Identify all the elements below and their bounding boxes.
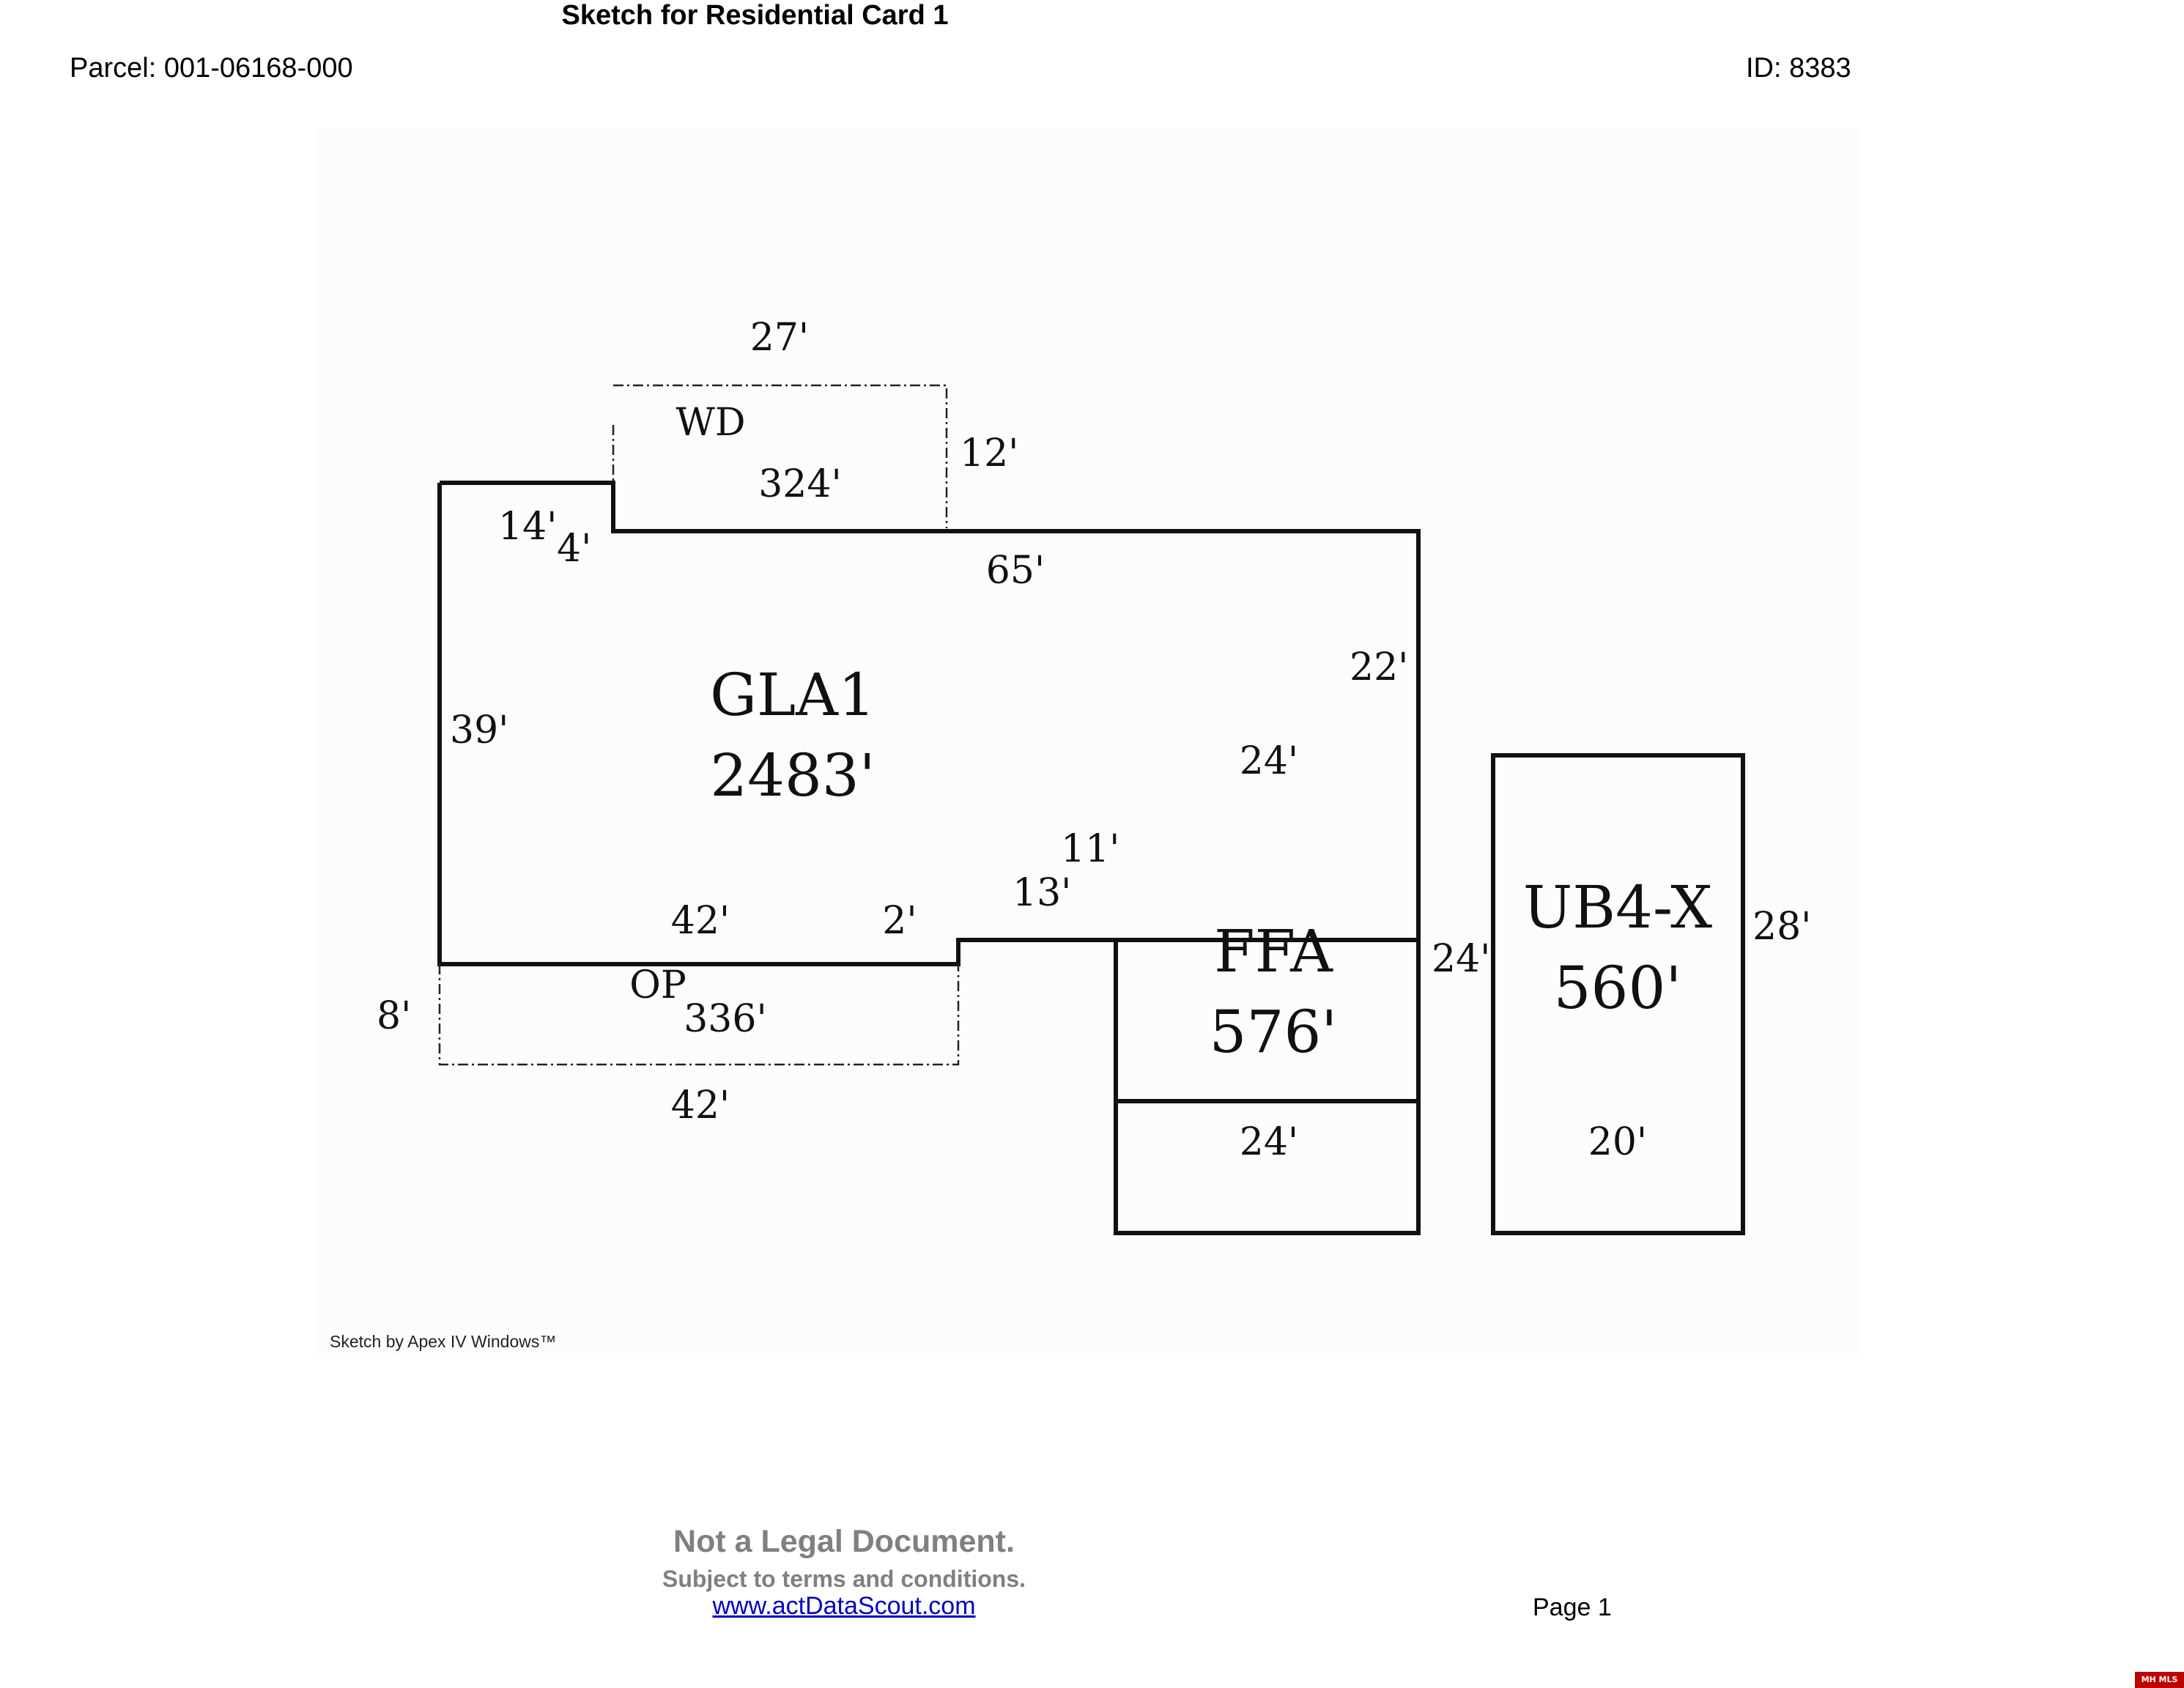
- dim-op-left: 8': [377, 994, 411, 1038]
- dim-ffa-right: 24': [1432, 937, 1490, 981]
- dim-notch-v: 11': [1061, 827, 1119, 871]
- dim-gla-step: 4': [557, 527, 591, 571]
- dim-gla-left: 39': [450, 708, 508, 752]
- dim-gla-right: 22': [1350, 645, 1408, 689]
- ub-label: UB4-X: [1523, 873, 1712, 941]
- dim-notch-h: 13': [1013, 871, 1071, 915]
- page-title: Sketch for Residential Card 1: [0, 0, 2184, 32]
- dim-ffa-bottom: 24': [1240, 1120, 1298, 1164]
- page-number: Page 1: [1533, 1593, 1612, 1621]
- wd-outline: [612, 384, 948, 528]
- op-outline: [438, 964, 960, 1066]
- website-link[interactable]: www.actDataScout.com: [712, 1592, 976, 1620]
- dim-wd-right: 12': [960, 432, 1018, 475]
- dim-wd-top: 27': [750, 316, 809, 360]
- dim-gla-step-b: 2': [882, 899, 917, 943]
- record-id: ID: 8383: [1746, 53, 1851, 84]
- gla-area: 2483': [710, 741, 876, 810]
- op-label: OP: [629, 963, 686, 1007]
- dim-gla-top: 65': [986, 549, 1045, 593]
- dim-gla-bottom: 42': [671, 899, 730, 943]
- gla-label: GLA1: [710, 661, 876, 729]
- parcel-number: Parcel: 001-06168-000: [70, 53, 353, 84]
- ub-outline: [1491, 753, 1745, 1235]
- dim-op-bottom: 42': [671, 1084, 730, 1128]
- ffa-area: 576': [1210, 998, 1338, 1066]
- mls-badge: MH MLS: [2135, 1672, 2184, 1688]
- legal-notice: Not a Legal Document.: [673, 1524, 1015, 1559]
- ffa-label: FFA: [1214, 917, 1333, 985]
- floor-plan-sketch: WD 324' GLA1 2483' OP 336' FFA 576' UB4-…: [330, 316, 1811, 1351]
- dim-ub-bottom: 20': [1588, 1120, 1647, 1164]
- dim-gla-left-top: 14': [498, 505, 557, 549]
- op-area: 336': [684, 997, 767, 1041]
- sketch-panel: WD 324' GLA1 2483' OP 336' FFA 576' UB4-…: [317, 129, 1859, 1354]
- wd-area: 324': [758, 462, 842, 506]
- dim-ffa-top: 24': [1240, 739, 1298, 783]
- wd-label: WD: [675, 401, 745, 445]
- dim-ub-right: 28': [1752, 905, 1811, 949]
- sketch-credit: Sketch by Apex IV Windows™: [330, 1332, 556, 1351]
- page-title-text: Sketch for Residential Card 1: [561, 0, 949, 31]
- terms-notice: Subject to terms and conditions.: [662, 1566, 1026, 1592]
- ub-area: 560': [1554, 954, 1682, 1022]
